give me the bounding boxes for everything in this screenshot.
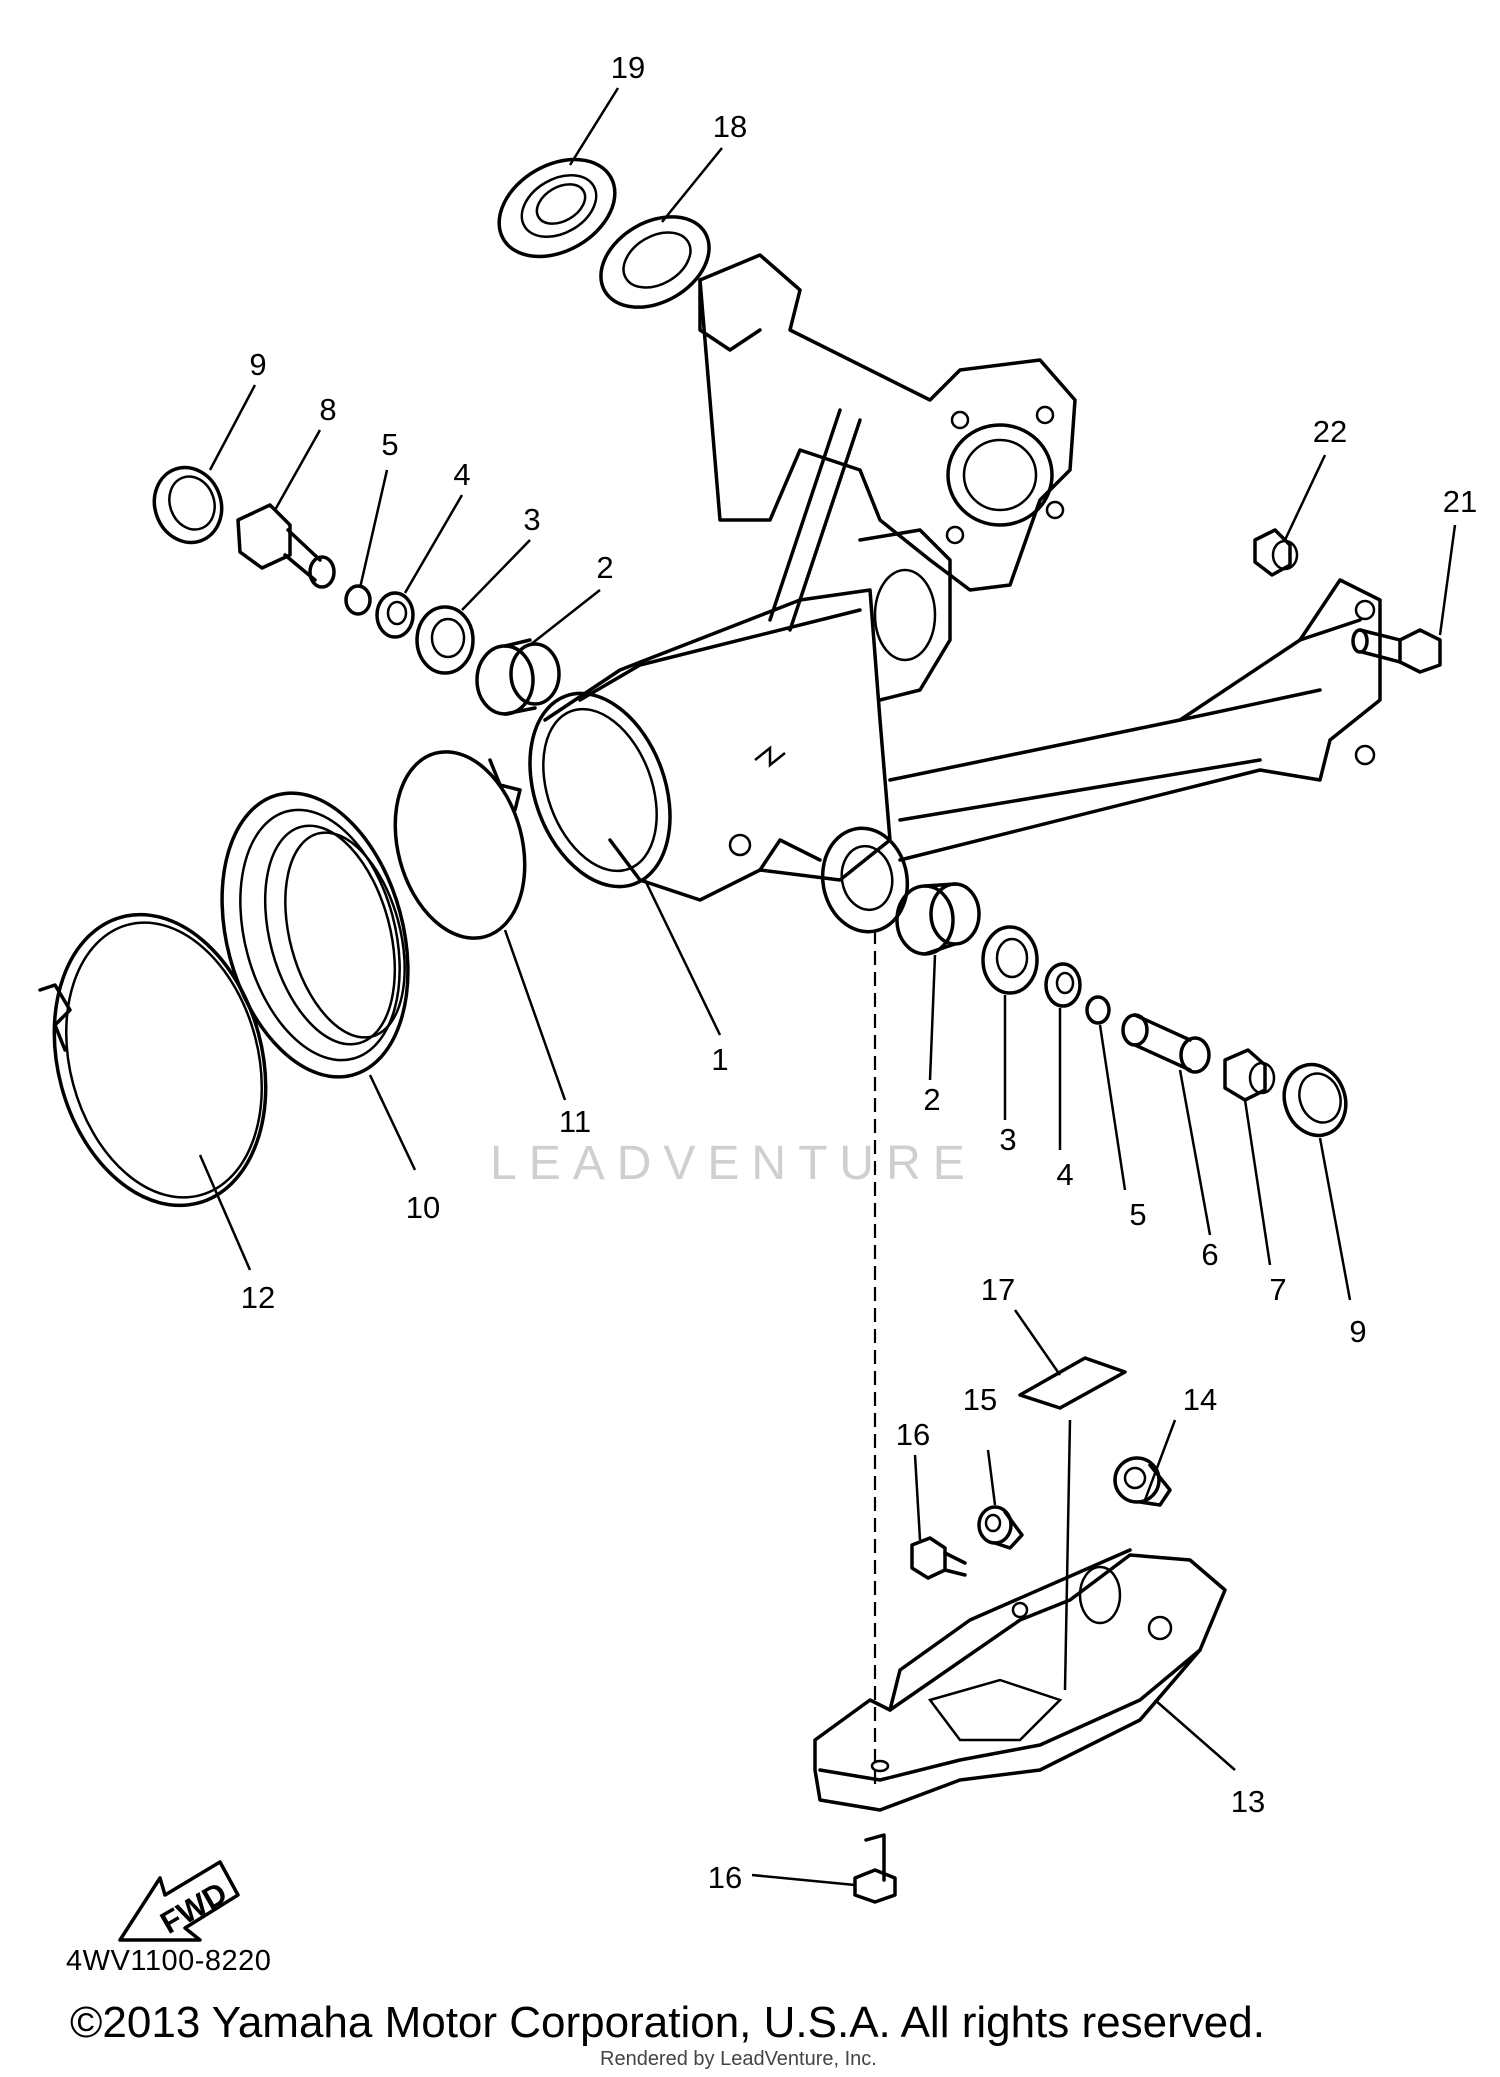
callout-numbers: 19 18 9 8 5 4 3 2 22 21 1 2 3 4 5 6 7 9 … — [241, 50, 1477, 1895]
callout-5-left: 5 — [381, 427, 398, 462]
label-18 — [1018, 1356, 1127, 1410]
copyright-text: ©2013 Yamaha Motor Corporation, U.S.A. A… — [70, 1998, 1265, 2047]
callout-10: 10 — [406, 1190, 440, 1225]
callout-4-right: 4 — [1056, 1157, 1073, 1192]
boot-10 — [220, 791, 410, 1079]
band-12 — [38, 912, 268, 1208]
seal-3-left — [415, 605, 475, 675]
nut-7 — [1223, 1048, 1276, 1102]
callout-22: 22 — [1313, 414, 1347, 449]
seal-3-right — [981, 925, 1039, 995]
callout-8: 8 — [319, 392, 336, 427]
callout-9-right: 9 — [1349, 1314, 1366, 1349]
callout-11: 11 — [559, 1104, 591, 1139]
callout-9-left: 9 — [249, 347, 266, 382]
spacer-15 — [977, 1505, 1024, 1550]
callout-21: 21 — [1443, 484, 1477, 519]
collar-4-right — [1044, 962, 1082, 1008]
pivot-shaft-8 — [236, 503, 336, 589]
rendered-by-text: Rendered by LeadVenture, Inc. — [600, 2048, 877, 2070]
callout-1: 1 — [711, 1042, 728, 1077]
callout-19: 18 — [713, 109, 747, 144]
callout-2-left: 2 — [596, 550, 613, 585]
fwd-arrow-icon: FWD — [118, 1860, 240, 1942]
callout-3-right: 3 — [999, 1122, 1016, 1157]
o-ring-5-left — [344, 584, 372, 616]
skid-plate-13 — [813, 1548, 1227, 1812]
callout-20: 19 — [611, 50, 645, 85]
callout-13: 13 — [1231, 1784, 1265, 1819]
bushing-2-left — [475, 638, 561, 716]
watermark: LEADVENTURE — [490, 1137, 977, 1190]
callout-17: 16 — [896, 1417, 930, 1452]
cap-9-left — [152, 465, 224, 545]
callout-15: 15 — [963, 1382, 997, 1417]
o-ring-5-right — [1085, 995, 1111, 1025]
callout-4-left: 4 — [453, 457, 470, 492]
damper-14 — [1113, 1456, 1172, 1507]
bolt-17 — [910, 1536, 967, 1580]
swingarm-1 — [528, 253, 1382, 934]
diagram-code: 4WV1100-8220 — [66, 1945, 272, 1977]
leader-lines — [198, 87, 1457, 1887]
bushing-2-right — [895, 882, 981, 956]
callout-14: 14 — [1183, 1382, 1217, 1417]
callout-2-right: 2 — [923, 1082, 940, 1117]
callout-16: 16 — [708, 1860, 742, 1895]
callout-18: 17 — [981, 1272, 1015, 1307]
seal-19 — [599, 215, 711, 309]
band-11 — [393, 750, 527, 940]
cap-9-right — [1282, 1062, 1348, 1138]
pivot-shaft-6 — [1121, 1013, 1211, 1074]
bolt-16 — [853, 1833, 897, 1904]
bolt-21 — [1351, 628, 1442, 674]
callout-12: 12 — [241, 1280, 275, 1315]
callout-3-left: 3 — [523, 502, 540, 537]
collar-4-left — [375, 591, 415, 639]
callout-6: 6 — [1201, 1237, 1218, 1272]
fwd-label: FWD — [154, 1875, 233, 1941]
nut-22 — [1253, 528, 1299, 577]
bearing-20 — [497, 157, 617, 259]
callout-5-right: 5 — [1129, 1197, 1146, 1232]
callout-7: 7 — [1269, 1272, 1286, 1307]
